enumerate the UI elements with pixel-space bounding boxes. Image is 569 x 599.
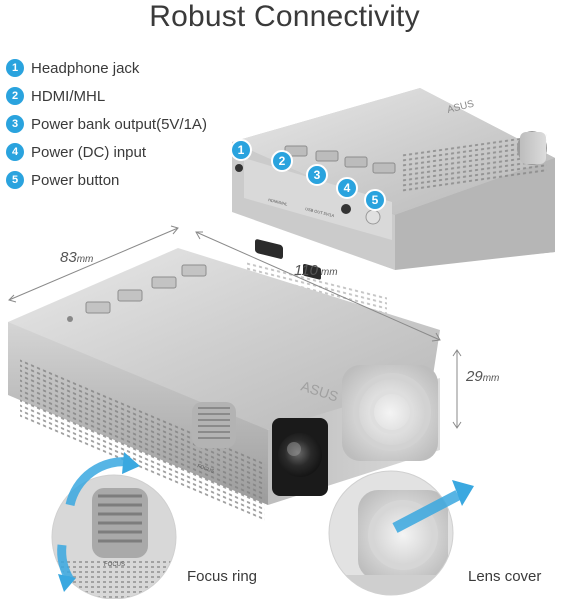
- legend-label: HDMI/MHL: [31, 87, 106, 105]
- width-value: 110: [294, 262, 318, 279]
- callout-hdmi: 2: [271, 150, 293, 172]
- legend-badge: 4: [6, 143, 24, 161]
- legend-badge: 1: [6, 59, 24, 77]
- height-value: 29: [466, 368, 483, 385]
- height-dimension: 29mm: [466, 368, 499, 385]
- callout-power-button: 5: [364, 189, 386, 211]
- lens-cover-caption: Lens cover: [468, 568, 542, 585]
- detail-focus-label: FOCUS: [104, 562, 125, 568]
- port-legend: 1 Headphone jack 2 HDMI/MHL 3 Power bank…: [6, 57, 236, 197]
- callout-power-bank: 3: [306, 164, 328, 186]
- legend-item-dc-input: 4 Power (DC) input: [6, 141, 236, 163]
- focus-ring-detail: [51, 452, 177, 599]
- legend-label: Power button: [31, 171, 120, 189]
- focus-ring-caption: Focus ring: [187, 568, 258, 585]
- depth-value: 83: [60, 249, 77, 266]
- dimension-lines: [8, 225, 462, 429]
- rear-view-projector: [232, 88, 555, 317]
- legend-item-power-bank: 3 Power bank output(5V/1A): [6, 113, 236, 135]
- callout-headphone-jack: 1: [230, 139, 252, 161]
- page-title: Robust Connectivity: [149, 0, 420, 33]
- legend-item-power-button: 5 Power button: [6, 169, 236, 191]
- legend-label: Headphone jack: [31, 59, 140, 77]
- main-projector: [8, 248, 440, 523]
- height-unit: mm: [482, 373, 500, 384]
- depth-dimension: 83mm: [60, 249, 93, 266]
- legend-label: Power bank output(5V/1A): [31, 115, 207, 133]
- width-unit: mm: [320, 267, 338, 278]
- legend-label: Power (DC) input: [31, 143, 147, 161]
- callout-dc-input: 4: [336, 177, 358, 199]
- lens-cover-detail: [328, 470, 474, 596]
- hdmi-port-label: HDMI/MHL: [268, 197, 289, 207]
- legend-item-headphone: 1 Headphone jack: [6, 57, 236, 79]
- legend-badge: 2: [6, 87, 24, 105]
- legend-badge: 5: [6, 171, 24, 189]
- legend-badge: 3: [6, 115, 24, 133]
- legend-item-hdmi: 2 HDMI/MHL: [6, 85, 236, 107]
- depth-unit: mm: [76, 254, 94, 265]
- focus-label: FOCUS: [196, 463, 215, 475]
